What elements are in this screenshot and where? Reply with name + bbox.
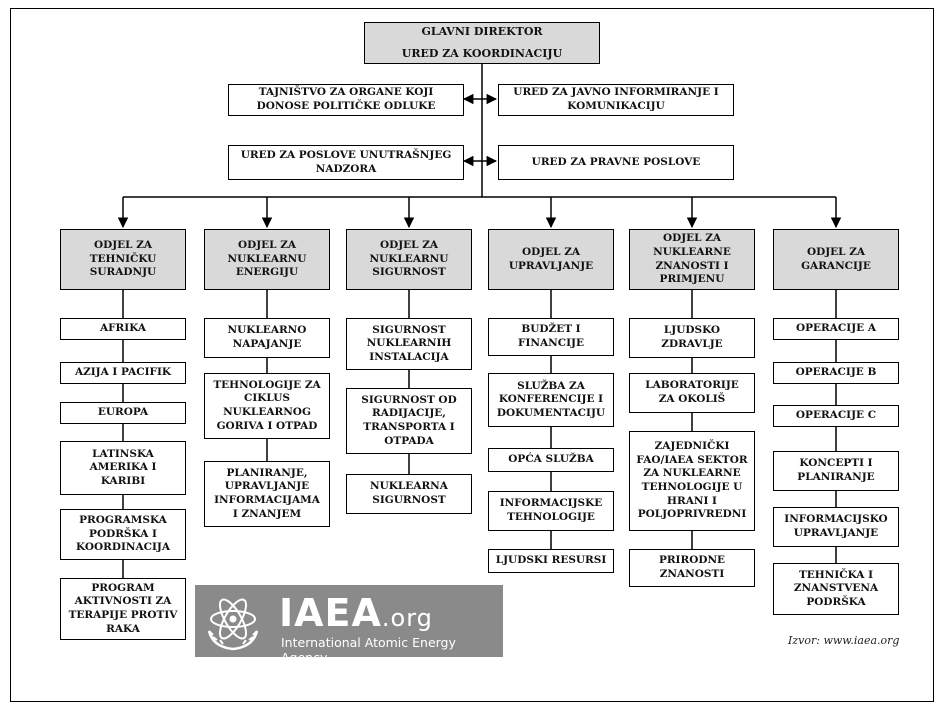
unit-prirodne-znanosti: PRIRODNE ZNANOSTI xyxy=(629,549,755,587)
unit-operacije-a: OPERACIJE A xyxy=(773,318,899,340)
unit-informacijske-tehnologije: INFORMACIJSKE TEHNOLOGIJE xyxy=(488,491,614,531)
department-tehnicka-suradnja: ODJEL ZA TEHNIČKU SURADNJU xyxy=(60,229,186,290)
unit-laboratorije-okolis: LABORATORIJE ZA OKOLIŠ xyxy=(629,373,755,413)
department-nuklearne-znanosti: ODJEL ZA NUKLEARNE ZNANOSTI I PRIMJENU xyxy=(629,229,755,290)
office-unutarnji-nadzor: URED ZA POSLOVE UNUTRAŠNJEG NADZORA xyxy=(228,145,464,180)
unit-europa: EUROPA xyxy=(60,402,186,424)
unit-upravljanje-informacijama: PLANIRANJE, UPRAVLJANJE INFORMACIJAMA I … xyxy=(204,461,330,527)
iaea-logo: IAEA.org International Atomic Energy Age… xyxy=(195,585,503,665)
department-nuklearna-sigurnost: ODJEL ZA NUKLEARNU SIGURNOST xyxy=(346,229,472,290)
department-nuklearna-energija: ODJEL ZA NUKLEARNU ENERGIJU xyxy=(204,229,330,290)
unit-sigurnost-instalacija: SIGURNOST NUKLEARNIH INSTALACIJA xyxy=(346,318,472,370)
unit-opca-sluzba: OPĆA SLUŽBA xyxy=(488,448,614,472)
atom-emblem-icon xyxy=(207,598,259,651)
unit-programska-podrska: PROGRAMSKA PODRŠKA I KOORDINACIJA xyxy=(60,509,186,560)
unit-fao-iaea-sektor: ZAJEDNIČKI FAO/IAEA SEKTOR ZA NUKLEARNE … xyxy=(629,431,755,531)
unit-tehnicka-podrska: TEHNIČKA I ZNANSTVENA PODRŠKA xyxy=(773,563,899,615)
diagram-frame xyxy=(10,8,934,702)
unit-ljudski-resursi: LJUDSKI RESURSI xyxy=(488,549,614,573)
unit-ciklus-goriva: TEHNOLOGIJE ZA CIKLUS NUKLEARNOG GORIVA … xyxy=(204,373,330,439)
department-upravljanje: ODJEL ZA UPRAVLJANJE xyxy=(488,229,614,290)
unit-budzet-financije: BUDŽET I FINANCIJE xyxy=(488,318,614,356)
office-javno-informiranje: URED ZA JAVNO INFORMIRANJE I KOMUNIKACIJ… xyxy=(498,84,734,116)
unit-nuklearno-napajanje: NUKLEARNO NAPAJANJE xyxy=(204,318,330,358)
unit-informacijsko-upravljanje: INFORMACIJSKO UPRAVLJANJE xyxy=(773,507,899,547)
unit-azija-pacifik: AZIJA I PACIFIK xyxy=(60,362,186,384)
logo-name: IAEA xyxy=(279,591,382,635)
unit-nuklearna-sigurnost: NUKLEARNA SIGURNOST xyxy=(346,474,472,514)
logo-full-name: International Atomic Energy Agency xyxy=(281,635,456,665)
source-caption: Izvor: www.iaea.org xyxy=(788,634,900,647)
unit-latinska-amerika: LATINSKA AMERIKA I KARIBI xyxy=(60,441,186,495)
unit-terapije-protiv-raka: PROGRAM AKTIVNOSTI ZA TERAPIJE PROTIV RA… xyxy=(60,578,186,640)
unit-konferencije-dokumentacija: SLUŽBA ZA KONFERENCIJE I DOKUMENTACIJU xyxy=(488,373,614,427)
unit-koncepti-planiranje: KONCEPTI I PLANIRANJE xyxy=(773,451,899,491)
director-box: GLAVNI DIREKTOR URED ZA KOORDINACIJU xyxy=(364,22,600,64)
office-tajnistvo: TAJNIŠTVO ZA ORGANE KOJI DONOSE POLITIČK… xyxy=(228,84,464,116)
unit-ljudsko-zdravlje: LJUDSKO ZDRAVLJE xyxy=(629,318,755,358)
logo-suffix: .org xyxy=(381,604,433,632)
unit-operacije-b: OPERACIJE B xyxy=(773,362,899,384)
unit-sigurnost-radijacije: SIGURNOST OD RADIJACIJE, TRANSPORTA I OT… xyxy=(346,388,472,454)
unit-operacije-c: OPERACIJE C xyxy=(773,405,899,427)
office-pravni-poslovi: URED ZA PRAVNE POSLOVE xyxy=(498,145,734,180)
unit-afrika: AFRIKA xyxy=(60,318,186,340)
director-title: GLAVNI DIREKTOR xyxy=(421,24,543,38)
coordination-office: URED ZA KOORDINACIJU xyxy=(401,47,563,60)
department-garancije: ODJEL ZA GARANCIJE xyxy=(773,229,899,290)
